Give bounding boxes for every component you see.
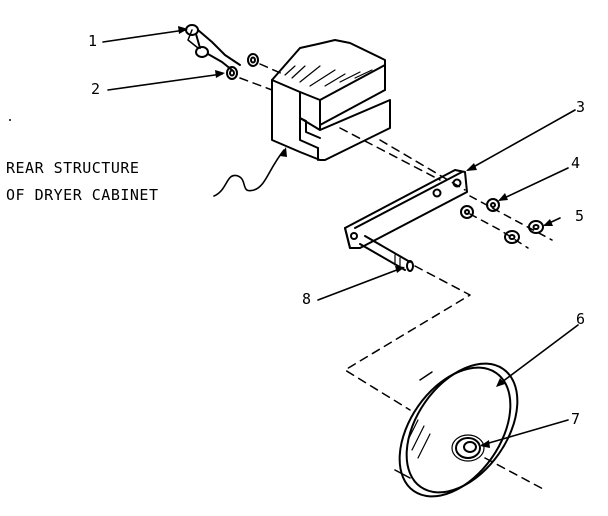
leader-6 (497, 324, 579, 386)
part-3-bracket (344, 169, 468, 249)
label-part-4: 4 (571, 154, 581, 172)
label-part-5: 5 (575, 207, 585, 225)
leader-2 (107, 73, 223, 91)
leader-8 (317, 267, 403, 301)
parts-4-5-hardware (460, 198, 544, 244)
part-7-hub (451, 434, 485, 462)
arrowheads (178, 26, 553, 448)
caption-line-2: OF DRYER CABINET (6, 186, 159, 204)
leader-1 (102, 29, 186, 43)
part-8-axle (359, 235, 414, 272)
label-part-1: 1 (88, 32, 98, 50)
label-part-3: 3 (576, 98, 586, 116)
label-part-7: 7 (571, 410, 581, 428)
alignment-lines-hardware (469, 195, 553, 249)
part-2-nut (226, 53, 259, 80)
leader-3 (467, 109, 576, 171)
leader-4 (499, 167, 569, 201)
label-part-2: 2 (91, 80, 101, 98)
part-1-bolt (185, 24, 241, 71)
leader-lines (102, 29, 579, 446)
label-part-6: 6 (576, 310, 586, 328)
speck (9, 119, 11, 121)
alignment-line-axle-pulley (344, 265, 546, 491)
caption-line-1: REAR STRUCTURE (6, 159, 140, 177)
leader-caption (213, 149, 285, 197)
alignment-lines-upper (239, 63, 466, 191)
label-part-8: 8 (302, 290, 312, 308)
cabinet-structure (271, 39, 391, 161)
leader-7 (481, 419, 569, 446)
part-6-pulley (394, 362, 519, 498)
